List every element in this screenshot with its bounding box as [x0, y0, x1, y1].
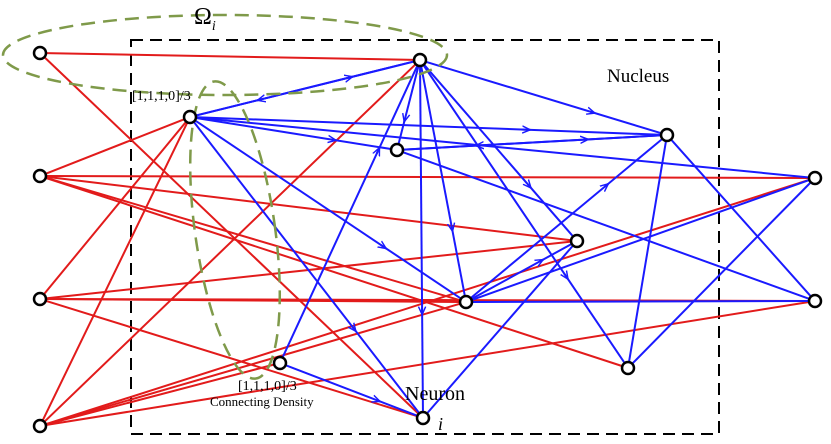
edge-arrowhead-N_lb-N_i	[377, 400, 380, 401]
edge-arrowhead-N_w-N_i	[351, 325, 355, 331]
edge-arrowhead-N_top-N_r1	[590, 112, 595, 113]
nucleus-edge-N_w-N_top	[196, 60, 414, 117]
nucleus-edge-N_top-N_mid	[397, 66, 420, 144]
nucleus-edge-N_w-N_r1	[196, 116, 661, 136]
input-edge-L4-R2	[45, 300, 810, 427]
input-edge-L4-R1	[45, 178, 810, 426]
input-edges	[41, 52, 810, 427]
weight-label-top: [1,1,1,0]/3	[132, 89, 191, 104]
node-N_r2	[569, 233, 585, 249]
omega-label: Ωi	[194, 4, 216, 34]
input-edge-L1-N_i	[43, 56, 420, 415]
nucleus-edge-N_c-N_r1	[470, 138, 663, 299]
node-N_i	[415, 410, 431, 426]
nucleus-edge-N_top-N_i	[419, 66, 424, 412]
neuron-label: Neuron	[405, 383, 465, 405]
nucleus-edge-N_c-R2	[472, 300, 809, 303]
node-N_top	[412, 52, 428, 68]
nucleus-edge-N_r1-N_mid	[403, 134, 661, 151]
nucleus-edge-N_top-N_r2	[423, 64, 574, 237]
nucleus-edge-N_top-N_r1	[426, 61, 661, 134]
node-N_mid	[389, 142, 405, 158]
nucleus-edge-R2-N_mid	[403, 151, 809, 300]
nodes	[32, 45, 823, 434]
nucleus-edge-N_w-N_i	[193, 121, 420, 414]
node-L1	[32, 45, 48, 61]
node-N_r1	[659, 127, 675, 143]
nucleus-edge-N_br-N_r1	[628, 141, 667, 362]
nucleus-edge-N_w-N_mid	[196, 117, 391, 150]
nucleus-edge-N_w-R1	[196, 116, 809, 179]
nucleus-edge-N_w-N_c	[195, 120, 461, 299]
input-edge-L2-N_br	[45, 176, 623, 368]
node-N_w	[182, 109, 198, 125]
nucleus-edge-N_r1-R2	[670, 139, 812, 297]
nucleus-edge-N_c-R1	[472, 179, 809, 301]
node-R1	[807, 170, 823, 186]
input-edge-L4-N_w	[41, 121, 189, 422]
input-edge-L2-N_c	[45, 176, 461, 302]
input-edge-L4-N_c	[45, 302, 461, 426]
nucleus-label: Nucleus	[607, 66, 669, 87]
node-L4	[32, 418, 48, 434]
edge-arrowhead-N_c-N_r2	[541, 258, 543, 261]
input-edge-L1-N_top	[45, 52, 415, 61]
node-R2	[807, 293, 823, 309]
edge-arrowhead-N_top-N_c	[452, 227, 453, 232]
input-edge-L2-N_r2	[45, 175, 572, 242]
omega-region-ellipse	[1, 13, 449, 97]
edge-arrowhead-N_top-N_br	[564, 273, 568, 279]
input-edge-L2-R1	[45, 175, 810, 179]
neuron-index-label: i	[438, 414, 443, 434]
input-edge-L4-N_lb	[45, 363, 275, 426]
edge-arrowhead-N_lb-N_top	[377, 148, 381, 154]
edge-arrowhead-N_w-N_top	[348, 77, 352, 78]
node-L3	[32, 291, 48, 307]
connecting-density-label: Connecting Density	[210, 394, 314, 409]
edge-arrowhead-N_c-N_r1	[605, 184, 609, 187]
nucleus-edge-N_lb-N_top	[282, 65, 418, 358]
input-edge-L3-N_w	[43, 120, 187, 296]
node-N_br	[620, 360, 636, 376]
nucleus-edge-N_i-N_r2	[426, 245, 574, 414]
nucleus-edge-N_lb-N_i	[286, 364, 417, 417]
nucleus-edges	[193, 60, 812, 417]
node-N_lb	[272, 355, 288, 371]
input-edge-L3-N_i	[45, 299, 418, 418]
nucleus-edge-N_br-R1	[632, 182, 811, 364]
connecting-density-ellipse	[188, 80, 282, 380]
edge-arrowhead-N_w-N_mid	[332, 140, 336, 141]
node-N_c	[458, 294, 474, 310]
edge-arrowhead-N_top-N_r2	[528, 185, 531, 188]
nucleus-edge-N_top-N_c	[420, 66, 466, 296]
input-edge-L2-N_w	[45, 118, 185, 175]
edge-arrowhead-N_w-N_c	[381, 245, 386, 249]
nucleus-edge-N_top-N_br	[423, 65, 625, 363]
weight-label-bottom: [1,1,1,0]/3	[238, 379, 297, 394]
nucleus-edge-N_c-N_r2	[471, 243, 572, 300]
node-L2	[32, 168, 48, 184]
